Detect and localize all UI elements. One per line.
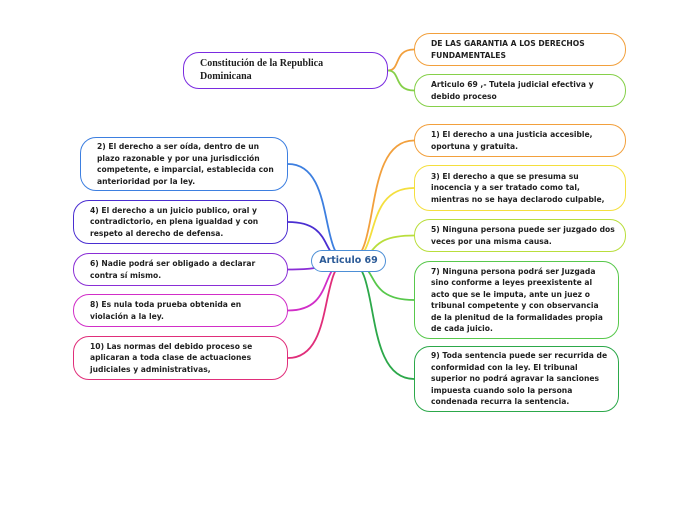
node-derecho-7[interactable]: 7) Ninguna persona podrá ser Juzgada sin… [414, 261, 619, 339]
central-topic-text: Articulo 69 [319, 255, 378, 267]
node-text: 3) El derecho a que se presuma su inocen… [431, 171, 605, 204]
connector-title-1 [387, 69, 415, 92]
node-text: 10) Las normas del debido proceso se apl… [90, 341, 253, 374]
node-derecho-1[interactable]: 1) El derecho a una justicia accesible, … [414, 124, 626, 157]
node-text: 5) Ninguna persona puede ser juzgado dos… [431, 225, 615, 246]
node-derecho-9[interactable]: 9) Toda sentencia puede ser recurrida de… [414, 346, 619, 412]
node-derecho-8[interactable]: 8) Es nula toda prueba obtenida en viola… [73, 294, 288, 327]
map-title-text: Constitución de la Republica Dominicana [200, 58, 324, 82]
node-derecho-4[interactable]: 4) El derecho a un juicio publico, oral … [73, 200, 288, 244]
node-text: 8) Es nula toda prueba obtenida en viola… [90, 300, 242, 321]
connector-right-6 [348, 260, 415, 380]
node-text: 4) El derecho a un juicio publico, oral … [90, 205, 259, 238]
node-text: 6) Nadie podrá ser obligado a declarar c… [90, 259, 256, 280]
node-text: Articulo 69 ,- Tutela judicial efectiva … [431, 80, 594, 101]
node-garantias[interactable]: DE LAS GARANTIA A LOS DERECHOS FUNDAMENT… [414, 33, 626, 66]
central-topic[interactable]: Articulo 69 [311, 250, 386, 272]
node-derecho-6[interactable]: 6) Nadie podrá ser obligado a declarar c… [73, 253, 288, 286]
node-articulo-69-tutela[interactable]: Articulo 69 ,- Tutela judicial efectiva … [414, 74, 626, 107]
node-text: DE LAS GARANTIA A LOS DERECHOS FUNDAMENT… [431, 39, 585, 60]
node-derecho-10[interactable]: 10) Las normas del debido proceso se apl… [73, 336, 288, 380]
connector-left-0 [287, 163, 349, 262]
node-derecho-5[interactable]: 5) Ninguna persona puede ser juzgado dos… [414, 219, 626, 252]
node-text: 1) El derecho a una justicia accesible, … [431, 130, 593, 151]
connector-title-0 [387, 48, 415, 72]
node-derecho-2[interactable]: 2) El derecho a ser oída, dentro de un p… [80, 137, 288, 191]
node-text: 9) Toda sentencia puede ser recurrida de… [431, 351, 608, 407]
node-text: 7) Ninguna persona podrá ser Juzgada sin… [431, 266, 603, 334]
node-text: 2) El derecho a ser oída, dentro de un p… [97, 142, 274, 186]
map-title[interactable]: Constitución de la Republica Dominicana [183, 52, 388, 89]
node-derecho-3[interactable]: 3) El derecho a que se presuma su inocen… [414, 165, 626, 211]
